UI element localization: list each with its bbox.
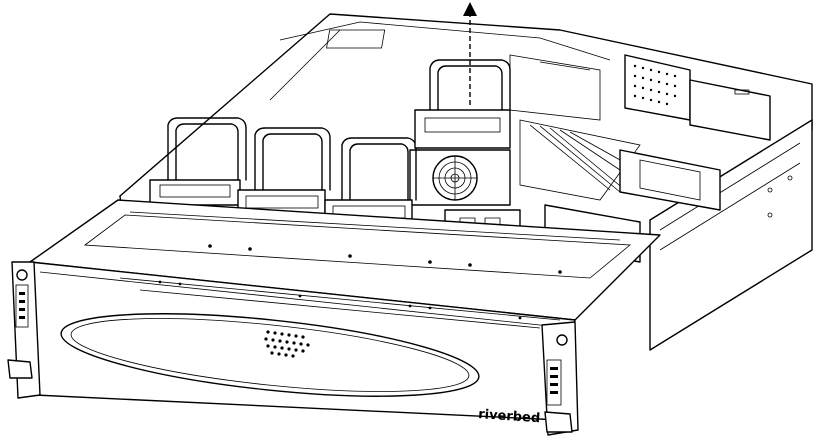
front-top-cover	[29, 199, 661, 321]
chassis-body	[119, 13, 813, 351]
removal-arrow-up	[463, 2, 477, 105]
center-fan-unit	[409, 149, 511, 206]
fan-module-removed	[414, 59, 511, 149]
fan-module-2	[237, 127, 331, 219]
bezel-vent-dots	[264, 330, 310, 358]
rear-vent-grille	[624, 54, 691, 121]
left-rack-ear	[7, 261, 41, 399]
riverbed-logo: riverbed	[478, 407, 541, 426]
fan-module-1	[149, 117, 247, 206]
front-bezel: riverbed	[29, 261, 576, 426]
right-rack-ear	[541, 321, 579, 436]
bezel-oval-panel	[60, 313, 480, 397]
